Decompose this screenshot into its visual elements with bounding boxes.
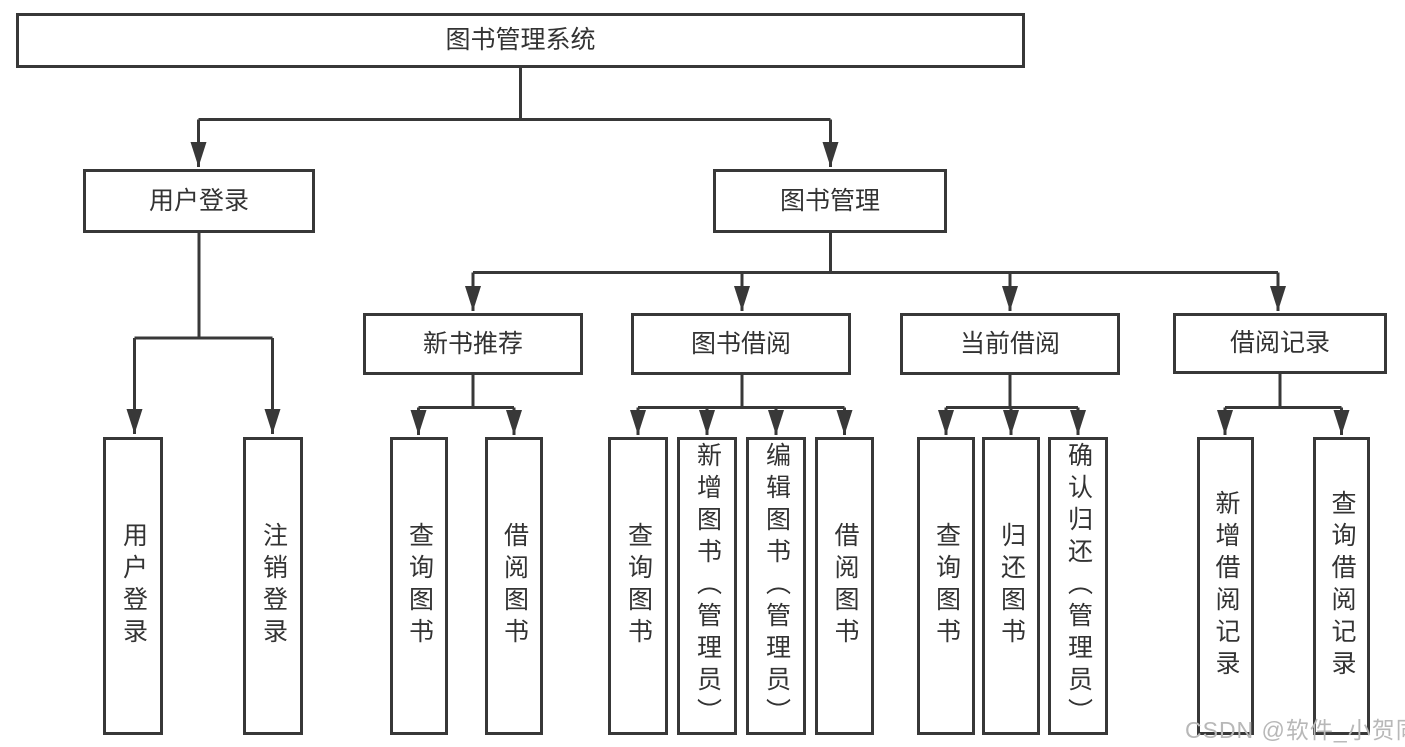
node-box-leaf-logout-user: 注销登录 [243, 437, 303, 735]
node-box-leaf-bb-add-book-admin: 新增图书（管理员） [677, 437, 737, 735]
node-box-book-management: 图书管理 [713, 169, 947, 233]
node-box-new-book-recommend: 新书推荐 [363, 313, 583, 375]
node-box-leaf-cb-query-book: 查询图书 [917, 437, 975, 735]
node-box-leaf-nb-query-book: 查询图书 [390, 437, 448, 735]
node-box-root: 图书管理系统 [16, 13, 1025, 68]
node-box-leaf-br-add-record: 新增借阅记录 [1197, 437, 1254, 735]
node-box-current-borrow: 当前借阅 [900, 313, 1120, 375]
node-box-leaf-bb-borrow-book: 借阅图书 [815, 437, 874, 735]
csdn-watermark: CSDN @软件_小贺同学 [1185, 717, 1405, 743]
node-box-leaf-br-query-record: 查询借阅记录 [1313, 437, 1370, 735]
node-box-leaf-bb-query-book: 查询图书 [608, 437, 668, 735]
node-box-leaf-login-user: 用户登录 [103, 437, 163, 735]
node-box-leaf-cb-confirm-return-admin: 确认归还（管理员） [1048, 437, 1108, 735]
node-box-leaf-bb-edit-book-admin: 编辑图书（管理员） [746, 437, 806, 735]
node-box-leaf-nb-borrow-book: 借阅图书 [485, 437, 543, 735]
node-box-borrow-record: 借阅记录 [1173, 313, 1387, 374]
node-box-leaf-cb-return-book: 归还图书 [982, 437, 1040, 735]
node-box-book-borrow: 图书借阅 [631, 313, 851, 375]
node-box-user-login: 用户登录 [83, 169, 315, 233]
